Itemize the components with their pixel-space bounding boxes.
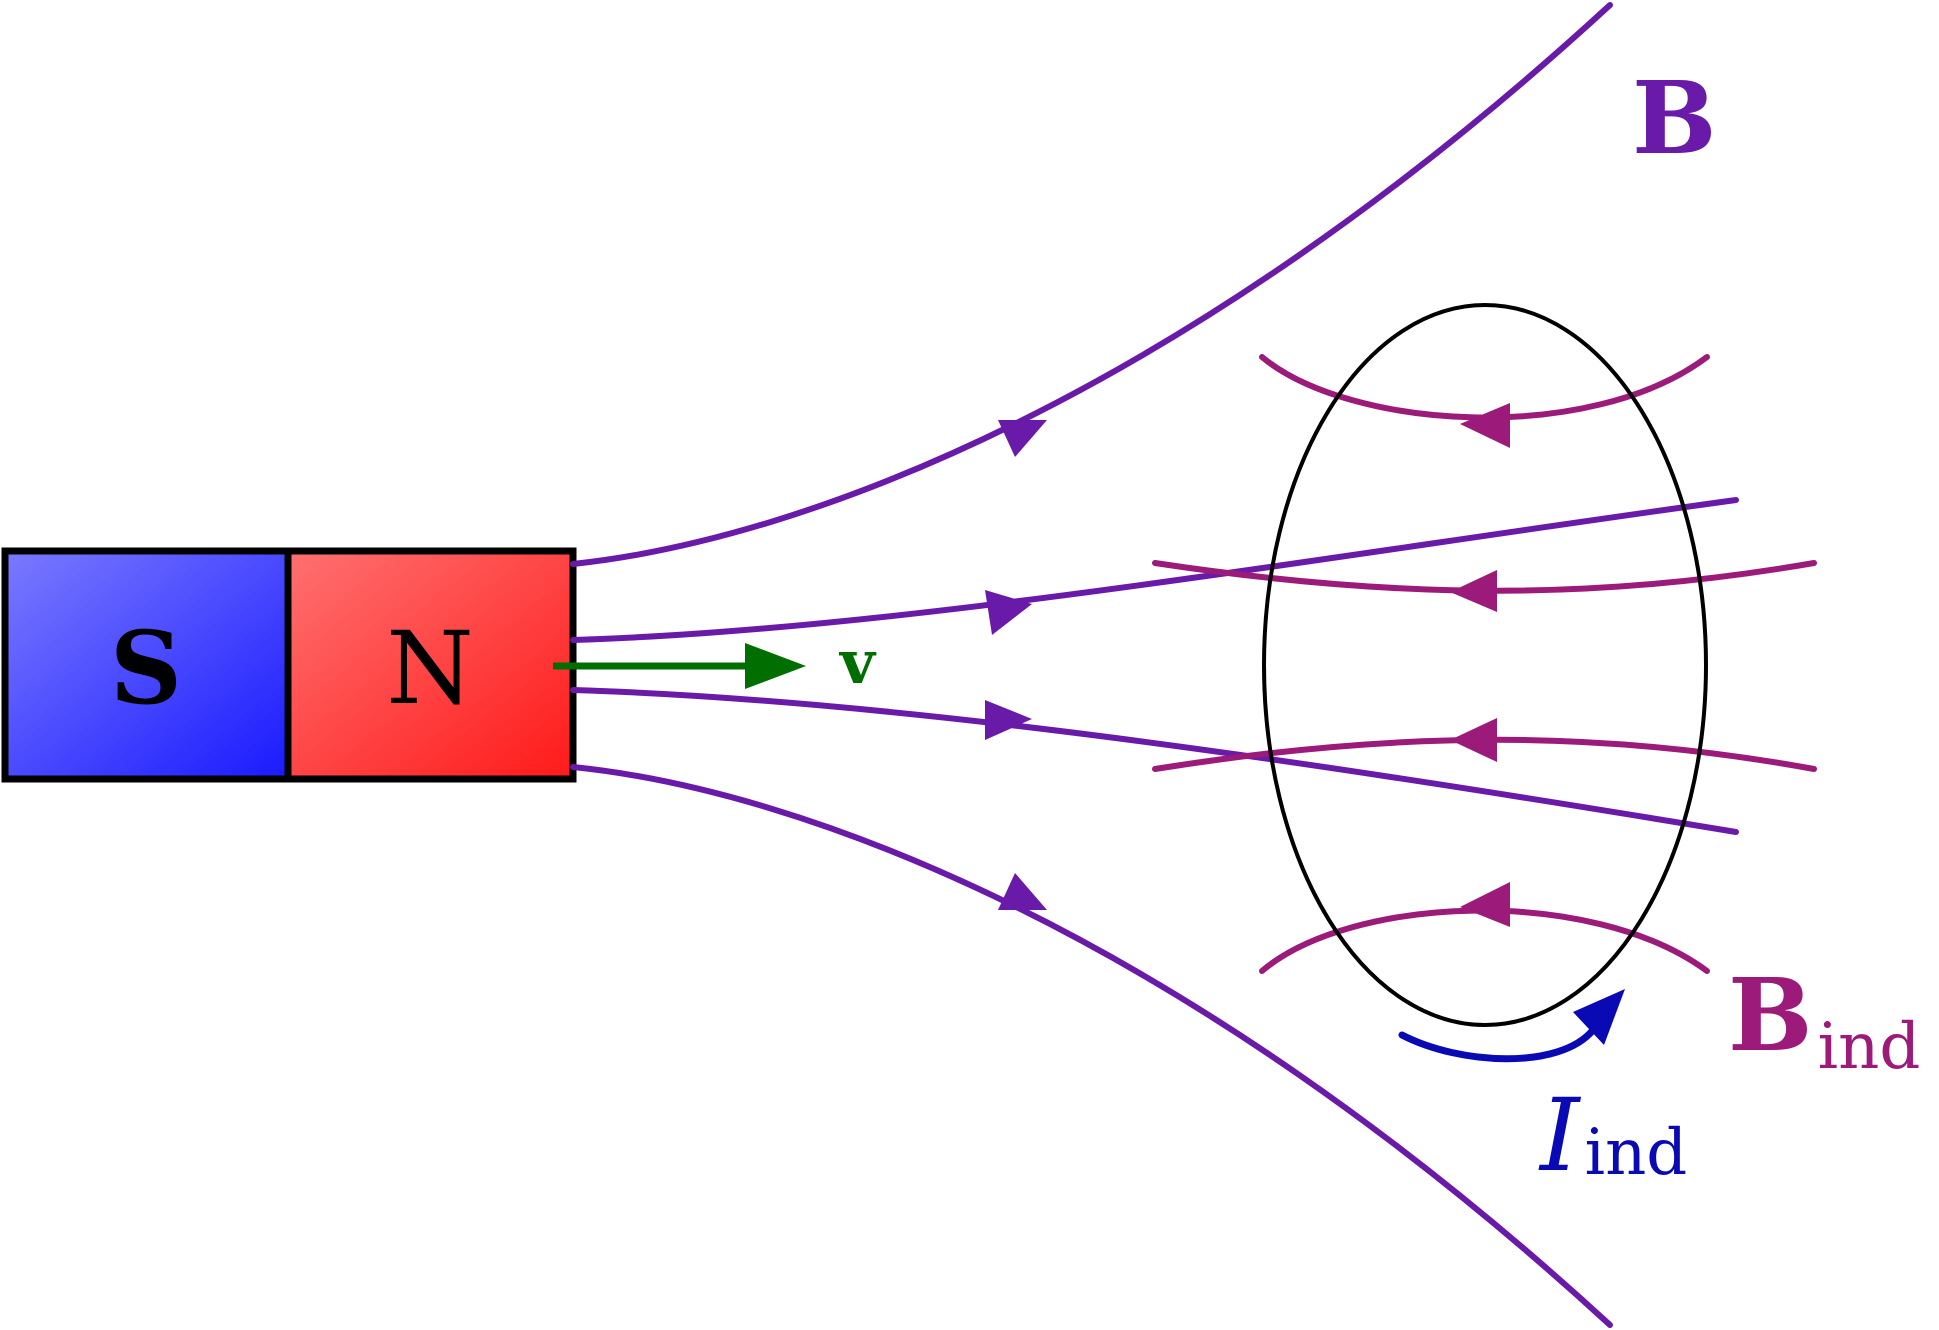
induced-field-label: B ind bbox=[1728, 956, 1920, 1084]
induced-arrow-lower-mid bbox=[1450, 718, 1497, 762]
north-pole-label: N bbox=[386, 610, 474, 727]
induced-current-arrowhead bbox=[1573, 989, 1625, 1045]
induced-current-curve bbox=[1398, 1026, 1597, 1063]
induced-field-arrowheads bbox=[1450, 403, 1510, 927]
conducting-loop bbox=[1262, 303, 1708, 1027]
field-line-top bbox=[570, 2, 1613, 567]
south-pole bbox=[1, 547, 292, 783]
south-pole-label: S bbox=[110, 609, 182, 727]
field-arrow-lower-mid bbox=[985, 700, 1032, 740]
magnet-field-arrowheads bbox=[985, 420, 1047, 910]
induced-current-arrow bbox=[1398, 989, 1625, 1063]
bar-magnet: S N bbox=[1, 547, 577, 783]
field-arrow-top bbox=[998, 420, 1047, 457]
field-line-lower-mid bbox=[570, 687, 1739, 835]
induced-field-subscript: ind bbox=[1818, 1010, 1921, 1084]
induced-current-label: I ind bbox=[1538, 1077, 1687, 1194]
induced-line-top bbox=[1259, 354, 1710, 421]
field-line-bottom bbox=[570, 764, 1613, 1328]
induced-field-lines bbox=[1152, 354, 1817, 974]
induced-arrow-upper-mid bbox=[1450, 570, 1497, 612]
velocity-label: v bbox=[838, 628, 877, 698]
north-pole bbox=[284, 547, 577, 783]
velocity-arrow bbox=[553, 643, 806, 689]
induced-field-symbol: B bbox=[1728, 956, 1813, 1074]
induced-current-symbol: I bbox=[1538, 1077, 1582, 1194]
field-arrow-upper-mid bbox=[985, 590, 1032, 635]
magnetic-field-label: B bbox=[1632, 59, 1717, 177]
induced-current-subscript: ind bbox=[1585, 1116, 1688, 1190]
induced-arrow-bottom bbox=[1460, 882, 1510, 927]
field-arrow-bottom bbox=[998, 873, 1047, 910]
induced-arrow-top bbox=[1460, 403, 1510, 448]
field-line-upper-mid bbox=[570, 497, 1739, 643]
velocity-arrowhead bbox=[745, 643, 806, 689]
